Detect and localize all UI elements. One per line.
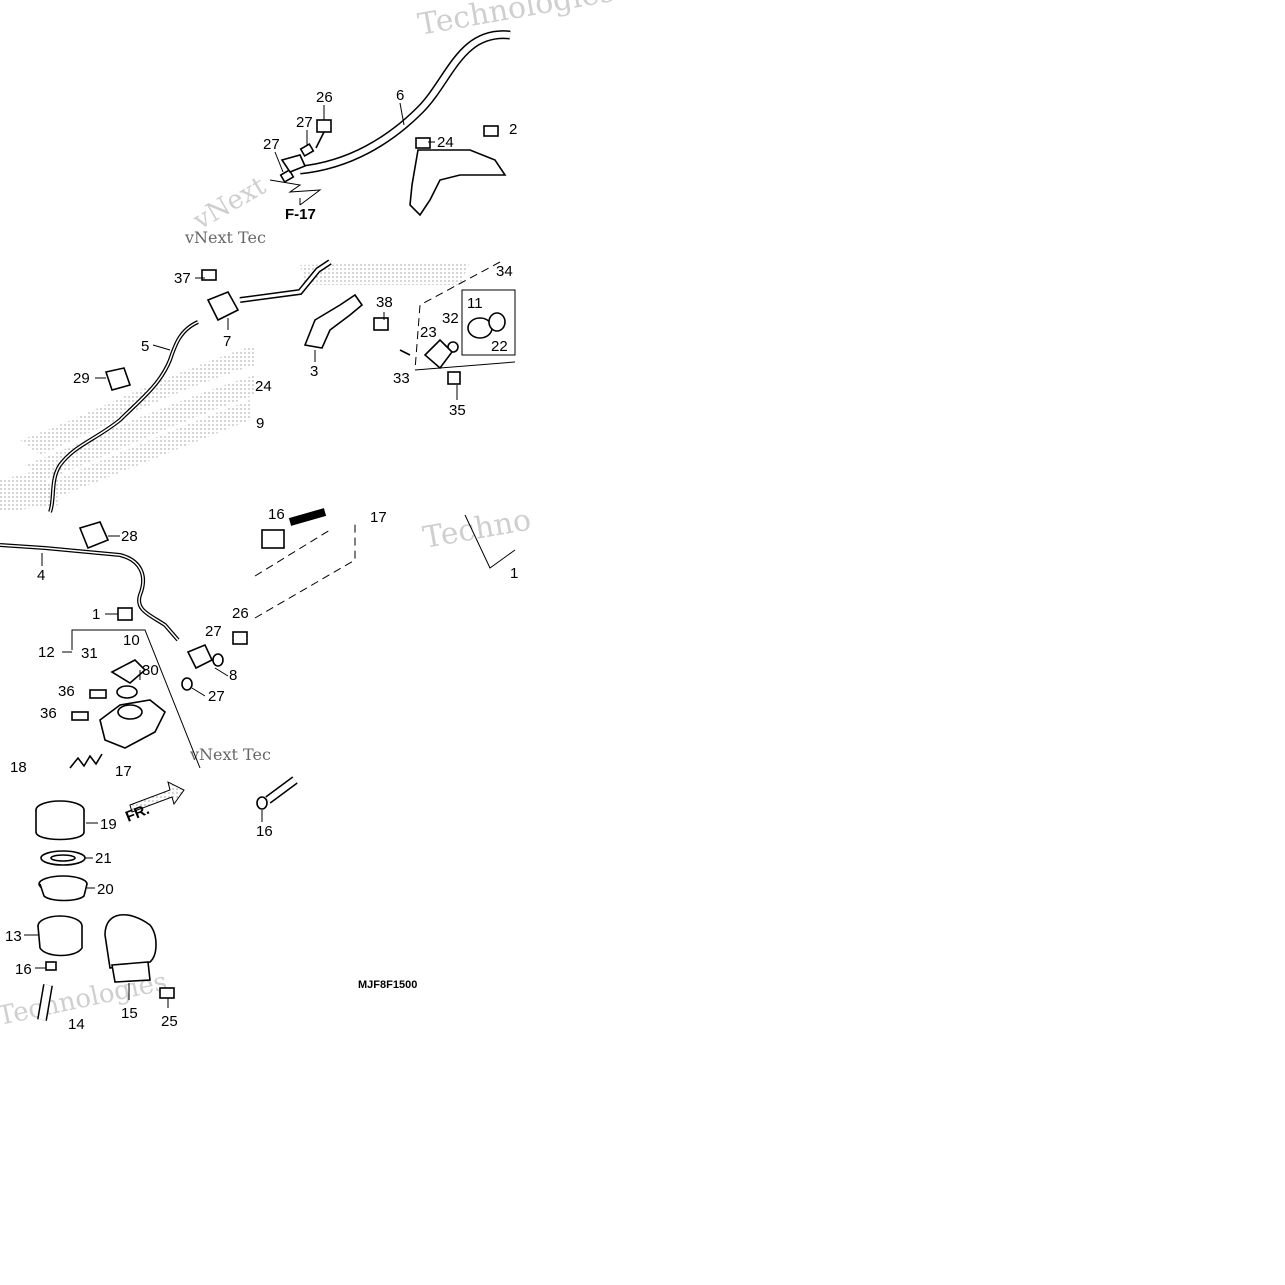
callout-6: 6 (396, 87, 404, 104)
callout-11: 11 (467, 295, 483, 312)
callout-21: 21 (95, 850, 112, 867)
watermark-text: Technologies (415, 0, 617, 43)
callout-13: 13 (5, 928, 22, 945)
callout-27: 27 (263, 136, 280, 153)
callout-31: 31 (81, 645, 98, 662)
watermark-text: vNext Tec (189, 745, 271, 764)
callout-1: 1 (510, 565, 518, 582)
honda-wing-watermark (0, 262, 470, 512)
watermark-text: vNext (188, 171, 272, 237)
callout-5: 5 (141, 338, 149, 355)
callout-24: 24 (437, 134, 454, 151)
callout-16: 16 (268, 506, 285, 523)
callout-8: 8 (229, 667, 237, 684)
callout-26: 26 (316, 89, 333, 106)
panel-top (269, 30, 511, 217)
callout-37: 37 (174, 270, 191, 287)
callout-36: 36 (58, 683, 75, 700)
callout-10: 10 (123, 632, 140, 649)
callout-23: 23 (420, 324, 437, 341)
bolt-26-part (316, 119, 332, 133)
callout-27: 27 (208, 688, 225, 705)
reference-f17: F-17 (285, 206, 316, 223)
callout-33: 33 (393, 370, 410, 387)
callout-32: 32 (442, 310, 459, 327)
callout-16: 16 (15, 961, 32, 978)
panel-bottom (24, 776, 298, 1021)
callout-7: 7 (223, 333, 231, 350)
callout-12: 12 (38, 644, 55, 661)
callout-24: 24 (255, 378, 272, 395)
callout-25: 25 (161, 1013, 178, 1030)
callout-17: 17 (115, 763, 132, 780)
callout-4: 4 (37, 567, 45, 584)
callout-30: 30 (142, 662, 159, 679)
callout-28: 28 (121, 528, 138, 545)
callout-22: 22 (491, 338, 508, 355)
watermark-text: vNext Tec (184, 228, 266, 247)
callout-35: 35 (449, 402, 466, 419)
watermark-text: Techno (420, 502, 533, 555)
callout-2: 2 (509, 121, 517, 138)
diagram-code: MJF8F1500 (358, 979, 417, 991)
callout-20: 20 (97, 881, 114, 898)
front-arrow-icon (129, 781, 185, 813)
callout-16: 16 (256, 823, 273, 840)
callout-19: 19 (100, 816, 117, 833)
callout-3: 3 (310, 363, 318, 380)
callout-1: 1 (92, 606, 100, 623)
callout-18: 18 (10, 759, 27, 776)
callout-27: 27 (296, 114, 313, 131)
callout-14: 14 (68, 1016, 85, 1033)
callout-15: 15 (121, 1005, 138, 1022)
callout-38: 38 (376, 294, 393, 311)
panel-lower (0, 508, 516, 769)
panel-middle (48, 259, 516, 513)
callout-34: 34 (496, 263, 513, 280)
callout-26: 26 (232, 605, 249, 622)
callout-9: 9 (256, 415, 264, 432)
callout-36: 36 (40, 705, 57, 722)
callout-29: 29 (73, 370, 90, 387)
callout-27: 27 (205, 623, 222, 640)
callout-17: 17 (370, 509, 387, 526)
